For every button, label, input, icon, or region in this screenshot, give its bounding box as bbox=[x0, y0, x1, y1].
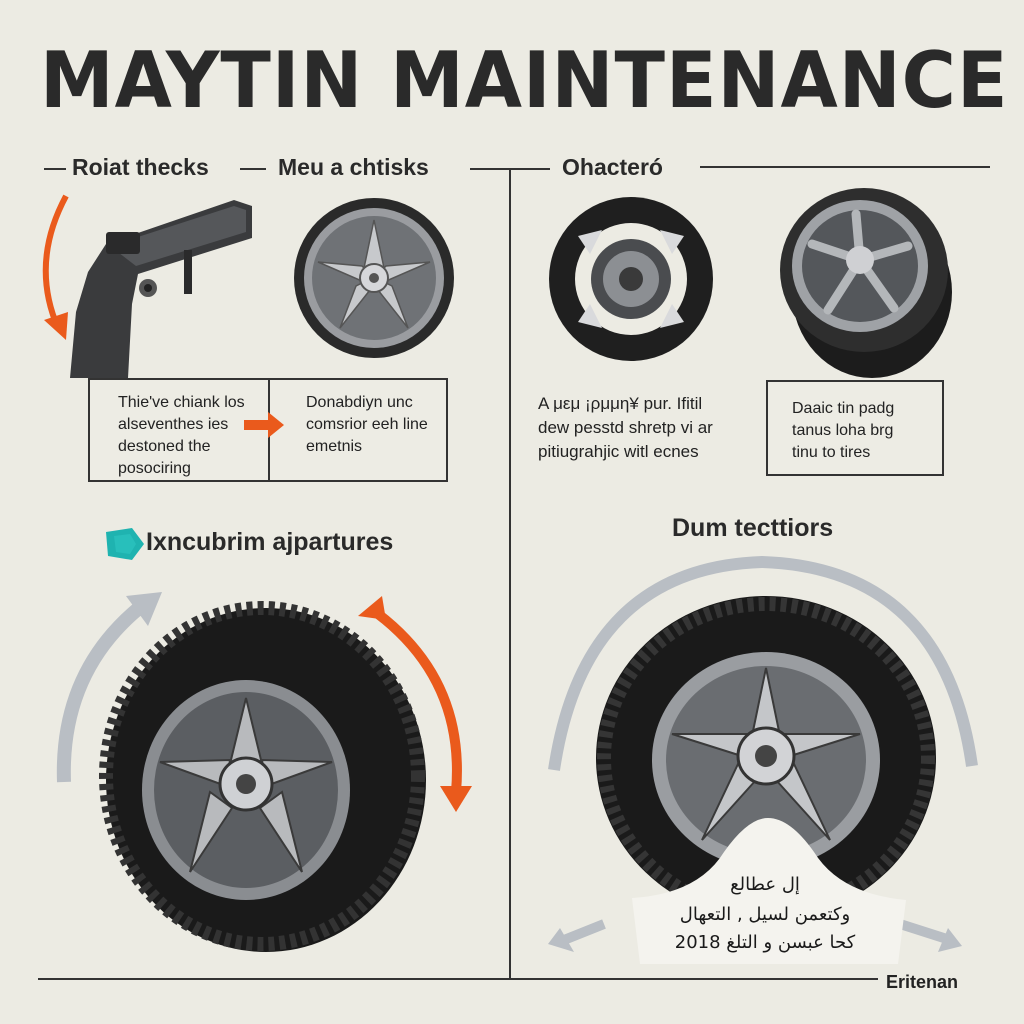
heading-checks: Meu a chtisks bbox=[278, 154, 429, 180]
tag-icon bbox=[106, 528, 144, 560]
info-box-right bbox=[766, 380, 944, 476]
center-divider bbox=[509, 168, 511, 980]
wheel-icon bbox=[294, 198, 454, 358]
heading-detections: Dum tecttiors bbox=[672, 514, 834, 542]
badge-line-1: إل عطالع bbox=[730, 874, 800, 895]
rotation-arrow-icon bbox=[358, 596, 472, 812]
heading-rule-4 bbox=[700, 166, 990, 168]
badge-line-2: وكتعمن لسيل , التعهال bbox=[679, 904, 851, 925]
info-text-3: A μεμ ¡ρμμη¥ pur. Ifitil dew pesstd shre… bbox=[538, 394, 713, 461]
footer-brand: Eritenan bbox=[886, 972, 959, 992]
rotation-arrow-icon bbox=[42, 194, 69, 340]
wheel-icon bbox=[549, 197, 713, 361]
poster-title: MAYTIN MAINTENANCE bbox=[40, 35, 1009, 127]
badge-shape bbox=[632, 818, 906, 964]
footer-rule bbox=[38, 978, 878, 980]
heading-characters: Ohacteró bbox=[562, 154, 663, 180]
info-text-1: Thie've chiank los alseventhes ies desto… bbox=[118, 394, 245, 477]
heading-apertures: Ixncubrim ajpartures bbox=[146, 528, 394, 556]
tire-icon bbox=[99, 601, 426, 952]
wheel-icon bbox=[780, 188, 952, 378]
tire-icon bbox=[596, 596, 936, 920]
heading-rotate-checks: Roiat thecks bbox=[72, 154, 209, 180]
tire-pressure-gauge-icon bbox=[70, 200, 252, 378]
info-text-2: Donabdiyn unc comsrior eeh line emetnis bbox=[306, 394, 428, 455]
rotation-arrow-icon bbox=[56, 592, 162, 783]
badge-line-3: كحا عبسن و التلغ 2018 bbox=[674, 932, 856, 953]
heading-rule-1 bbox=[44, 168, 66, 170]
arrow-icon bbox=[244, 412, 284, 438]
heading-rule-2 bbox=[240, 168, 266, 170]
info-text-4: Daaic tin padg tanus loha brg tinu to ti… bbox=[792, 400, 895, 461]
rotation-arc-icon bbox=[548, 555, 978, 952]
